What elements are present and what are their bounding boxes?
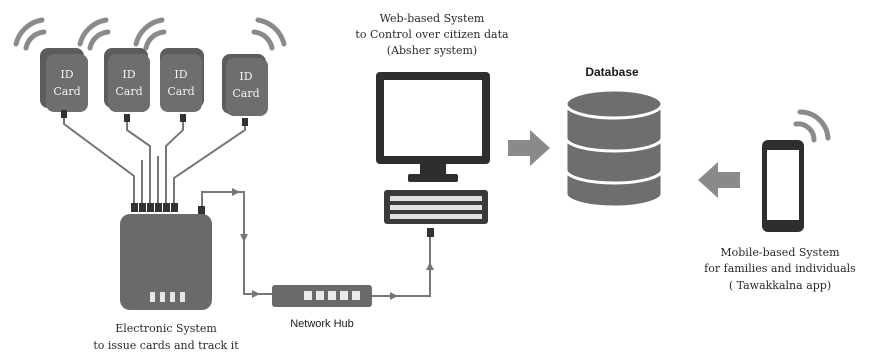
- id-card-label-line1: ID: [174, 68, 187, 81]
- web-system-line2: to Control over citizen data: [355, 28, 509, 41]
- id-card-label-line1: ID: [122, 68, 135, 81]
- mobile-system-line3: ( Tawakkalna app): [729, 279, 831, 292]
- wireless-icon: [13, 17, 47, 51]
- id-card-label-line2: Card: [53, 85, 80, 98]
- id-card-label-line2: Card: [232, 87, 259, 100]
- computer-monitor-icon: [376, 72, 490, 182]
- id-card-label-line2: Card: [115, 85, 142, 98]
- database-label: Database: [585, 65, 639, 79]
- id-card-4: ID Card: [222, 17, 287, 116]
- arrow-left-icon: [698, 162, 740, 198]
- web-system-line1: Web-based System: [380, 12, 485, 25]
- wireless-icon: [251, 17, 287, 51]
- mobile-system-caption: Mobile-based System for families and ind…: [704, 246, 856, 292]
- wireless-icon: [793, 109, 831, 143]
- id-card-1: ID Card: [13, 17, 88, 112]
- id-card-label-line1: ID: [239, 70, 252, 83]
- id-card-label-line1: ID: [60, 68, 73, 81]
- electronic-system-caption: Electronic System to issue cards and tra…: [93, 322, 239, 352]
- database-icon: [564, 88, 664, 209]
- wireless-icon: [133, 17, 167, 51]
- network-hub-device: [272, 285, 372, 307]
- electronic-system-line1: Electronic System: [115, 322, 217, 335]
- id-card-3: ID Card: [133, 17, 204, 112]
- keyboard-icon: [384, 190, 488, 224]
- network-hub-label: Network Hub: [290, 318, 354, 330]
- web-system-line3: (Absher system): [387, 44, 477, 57]
- electronic-system-line2: to issue cards and track it: [93, 339, 239, 352]
- id-card-label-line2: Card: [167, 85, 194, 98]
- electronic-system-device: [120, 214, 212, 310]
- flow-arrowheads: [232, 188, 434, 300]
- cable-connectors: [61, 110, 248, 215]
- wireless-icon: [77, 17, 111, 51]
- card-cables: [63, 112, 246, 204]
- mobile-system-line1: Mobile-based System: [720, 246, 840, 259]
- id-card-2: ID Card: [77, 17, 150, 112]
- mobile-system-line2: for families and individuals: [704, 262, 856, 275]
- web-system-caption: Web-based System to Control over citizen…: [355, 12, 509, 57]
- arrow-right-icon: [508, 130, 550, 166]
- mobile-phone-icon: [762, 140, 804, 232]
